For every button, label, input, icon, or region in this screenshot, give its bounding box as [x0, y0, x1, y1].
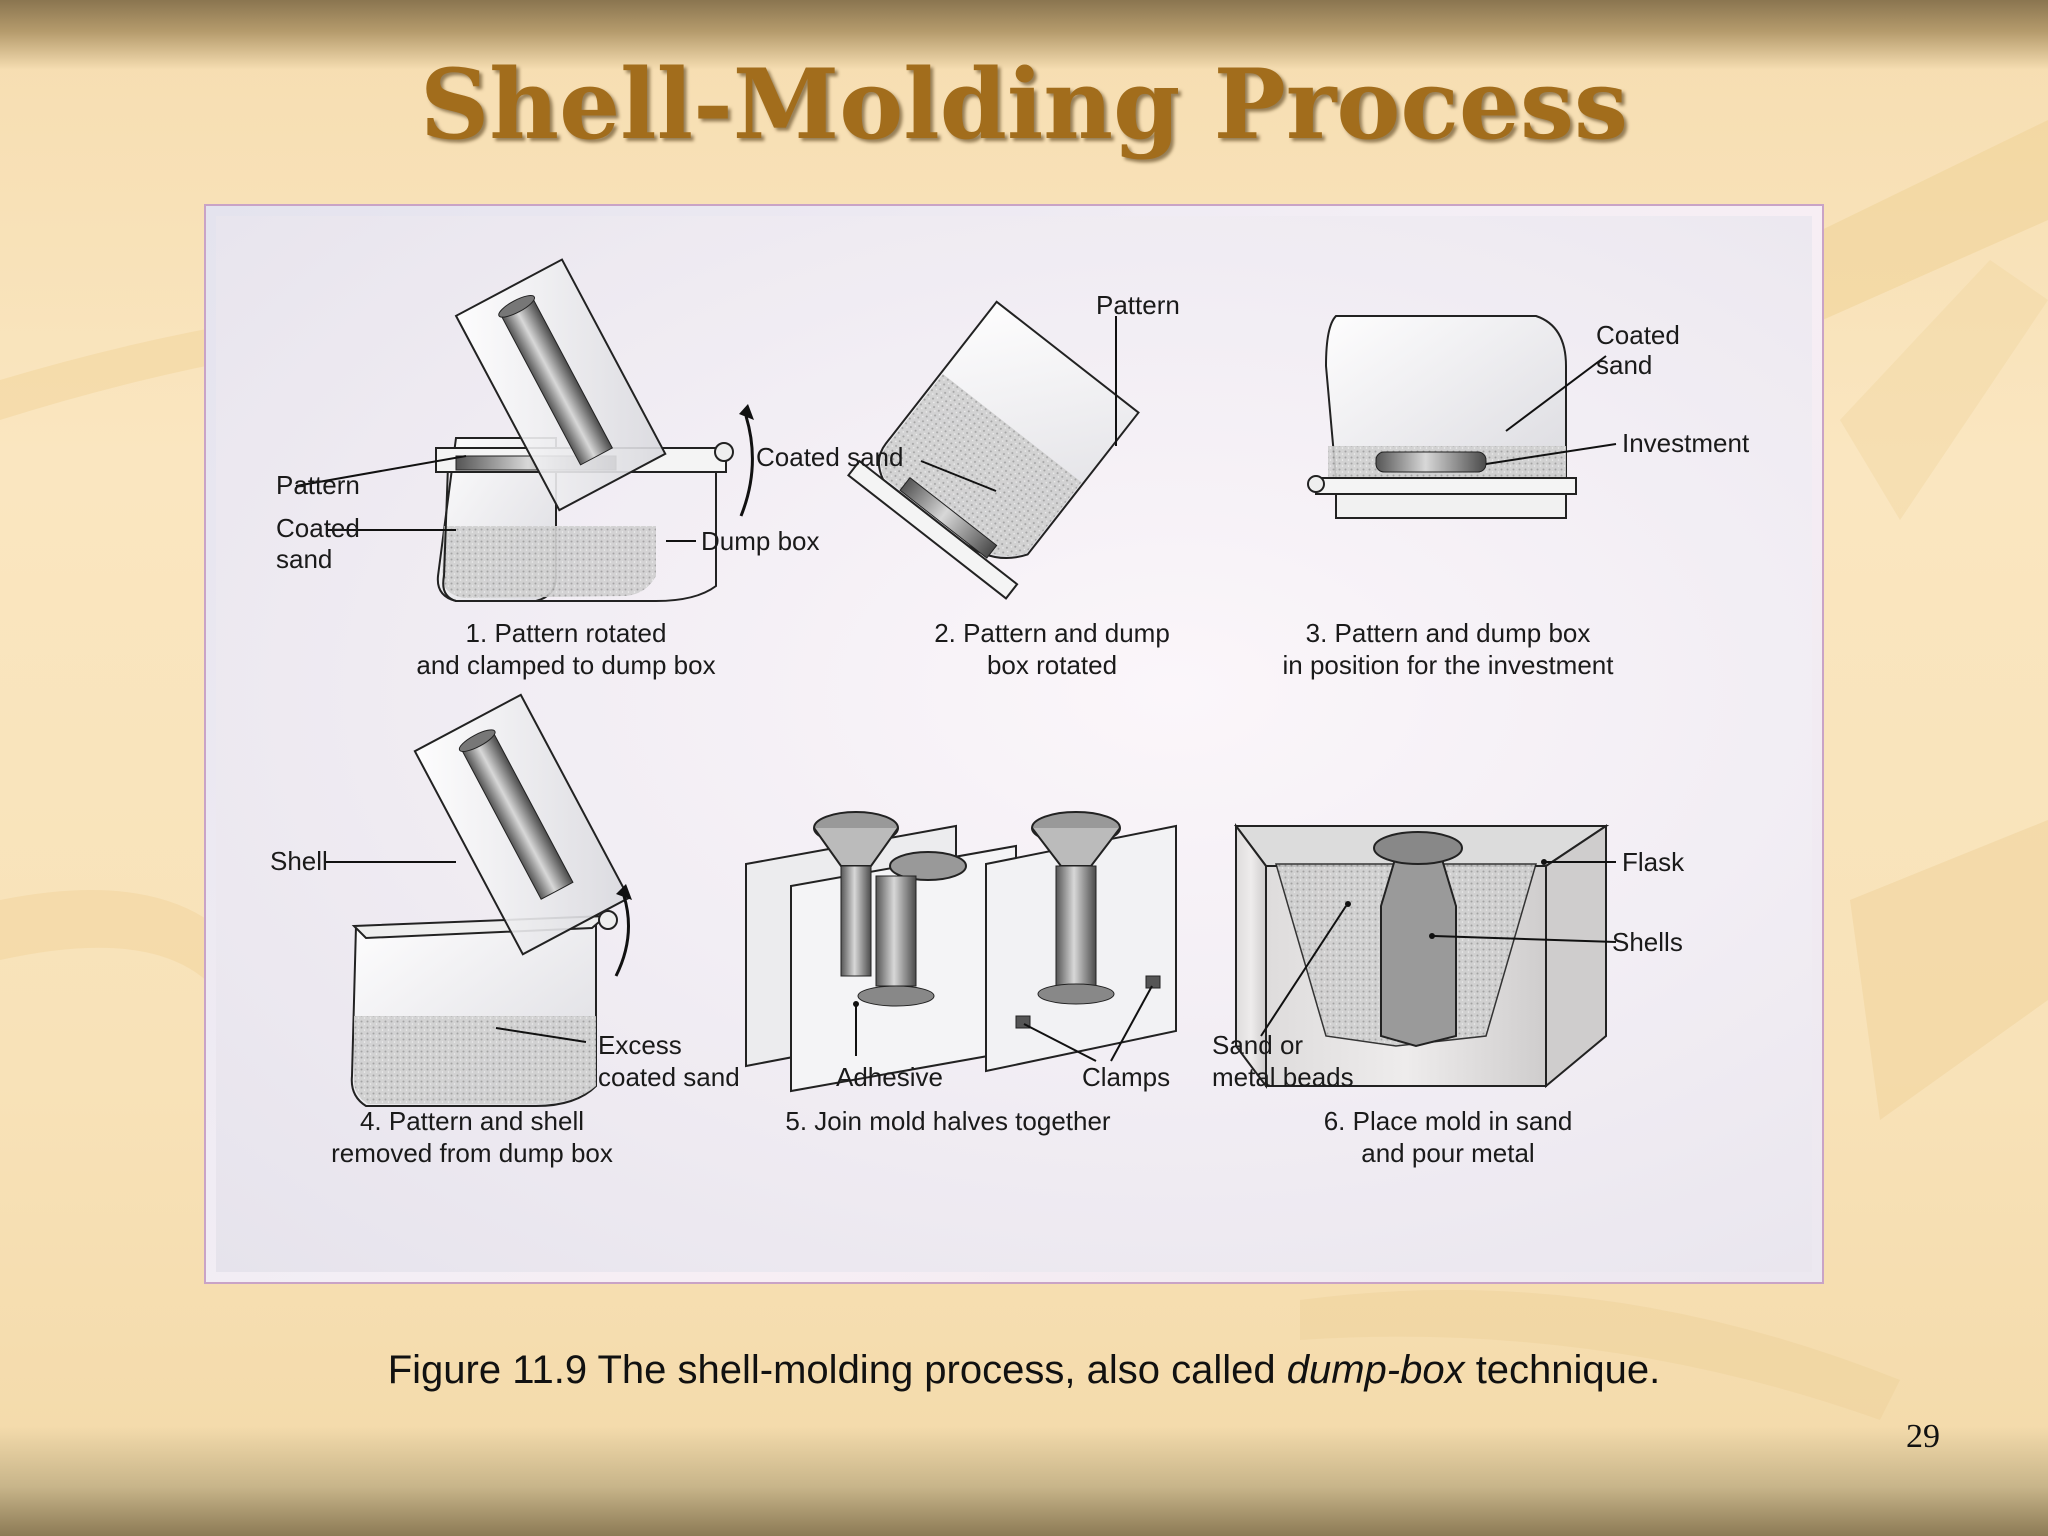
- step-2-caption-line-1: 2. Pattern and dump: [934, 618, 1170, 648]
- step-1-caption-line-1: 1. Pattern rotated: [466, 618, 667, 648]
- step-3-illustration: [1307, 315, 1617, 519]
- label-flask-6: Flask: [1622, 847, 1685, 877]
- step-5-illustration: [745, 811, 1177, 1093]
- figure-panel: Pattern Coated sand Dump box 1. Pattern …: [216, 216, 1812, 1272]
- step-4-caption-line-2: removed from dump box: [331, 1138, 613, 1168]
- figure-caption: Figure 11.9 The shell-molding process, a…: [0, 1348, 2048, 1393]
- shell-molding-diagram: Pattern Coated sand Dump box 1. Pattern …: [270, 258, 1750, 1168]
- label-sand-3: sand: [1596, 350, 1652, 380]
- step-1-illustration: [295, 258, 754, 602]
- label-metal-beads-6: metal beads: [1212, 1062, 1354, 1092]
- step-3-caption-line-2: in position for the investment: [1283, 650, 1615, 680]
- step-6-caption-line-2: and pour metal: [1361, 1138, 1534, 1168]
- label-dump-box-1: Dump box: [701, 526, 820, 556]
- label-sand-or-6: Sand or: [1212, 1030, 1303, 1060]
- caption-italic-term: dump-box: [1286, 1348, 1465, 1392]
- label-coated-1: Coated: [276, 513, 360, 543]
- slide-bottom-band: [0, 1426, 2048, 1536]
- label-adhesive-5: Adhesive: [836, 1062, 943, 1092]
- step-1-caption-line-2: and clamped to dump box: [416, 650, 715, 680]
- slide-top-band: [0, 0, 2048, 70]
- figure-frame: Pattern Coated sand Dump box 1. Pattern …: [204, 204, 1824, 1284]
- label-investment-3: Investment: [1622, 428, 1750, 458]
- step-2-caption-line-2: box rotated: [987, 650, 1117, 680]
- label-sand-1: sand: [276, 544, 332, 574]
- step-6-caption-line-1: 6. Place mold in sand: [1324, 1106, 1573, 1136]
- label-coated-sand-4: coated sand: [598, 1062, 740, 1092]
- caption-prefix: Figure 11.9 The shell-molding process, a…: [387, 1348, 1287, 1392]
- step-2-illustration: [846, 300, 1140, 600]
- label-shell-4: Shell: [270, 846, 328, 876]
- step-6-illustration: [1234, 823, 1617, 1089]
- step-5-caption-line-1: 5. Join mold halves together: [785, 1106, 1111, 1136]
- label-shells-6: Shells: [1612, 927, 1683, 957]
- page-number: 29: [1906, 1418, 1940, 1455]
- step-4-caption-line-1: 4. Pattern and shell: [360, 1106, 584, 1136]
- step-3-caption-line-1: 3. Pattern and dump box: [1306, 618, 1591, 648]
- slide-title: Shell-Molding Process: [419, 48, 1629, 161]
- label-coated-3: Coated: [1596, 320, 1680, 350]
- label-clamps-5: Clamps: [1082, 1062, 1170, 1092]
- caption-suffix: technique.: [1464, 1348, 1661, 1392]
- label-coated-sand-2: Coated sand: [756, 442, 903, 472]
- label-pattern-1: Pattern: [276, 470, 360, 500]
- label-pattern-2: Pattern: [1096, 290, 1180, 320]
- step-4-illustration: [326, 693, 632, 1107]
- label-excess-4: Excess: [598, 1030, 682, 1060]
